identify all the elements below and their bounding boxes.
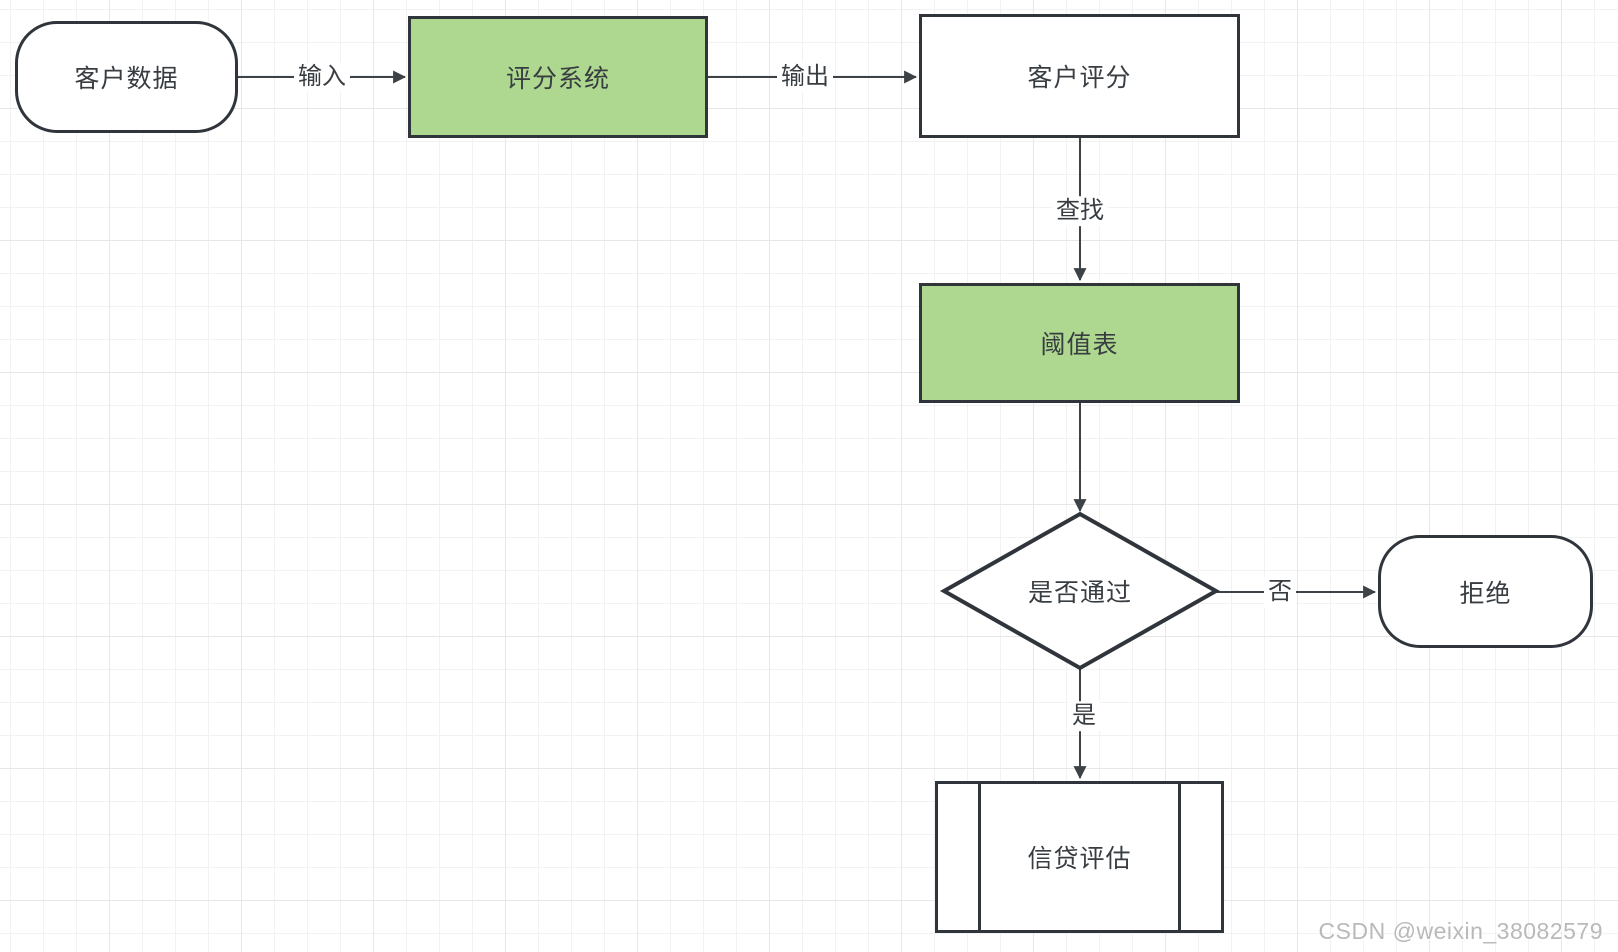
predefined-process-right-bar [1178, 784, 1181, 930]
node-pass-decision-label: 是否通过 [1027, 579, 1133, 607]
node-customer-score-label: 客户评分 [1027, 64, 1132, 92]
edge-label-input: 输入 [294, 62, 350, 92]
csdn-watermark: CSDN @weixin_38082579 [1318, 918, 1603, 944]
node-customer-data: 客户数据 [15, 21, 238, 133]
decision-diamond-shape [939, 511, 1221, 671]
node-reject-label: 拒绝 [1459, 579, 1512, 608]
node-scoring-system-label: 评分系统 [505, 65, 610, 93]
node-credit-assessment: 信贷评估 [935, 781, 1224, 933]
edge-label-yes: 是 [1068, 701, 1100, 731]
node-credit-assessment-label: 信贷评估 [1027, 845, 1132, 873]
predefined-process-left-bar [978, 784, 981, 930]
edge-label-output: 输出 [777, 62, 833, 92]
node-customer-data-label: 客户数据 [74, 65, 179, 93]
node-threshold-table-label: 阈值表 [1040, 331, 1119, 359]
node-threshold-table: 阈值表 [919, 283, 1240, 403]
node-scoring-system: 评分系统 [408, 16, 708, 138]
node-customer-score: 客户评分 [919, 14, 1240, 138]
edge-label-lookup: 查找 [1052, 196, 1108, 226]
edge-label-no: 否 [1264, 577, 1296, 607]
node-reject: 拒绝 [1378, 535, 1593, 648]
